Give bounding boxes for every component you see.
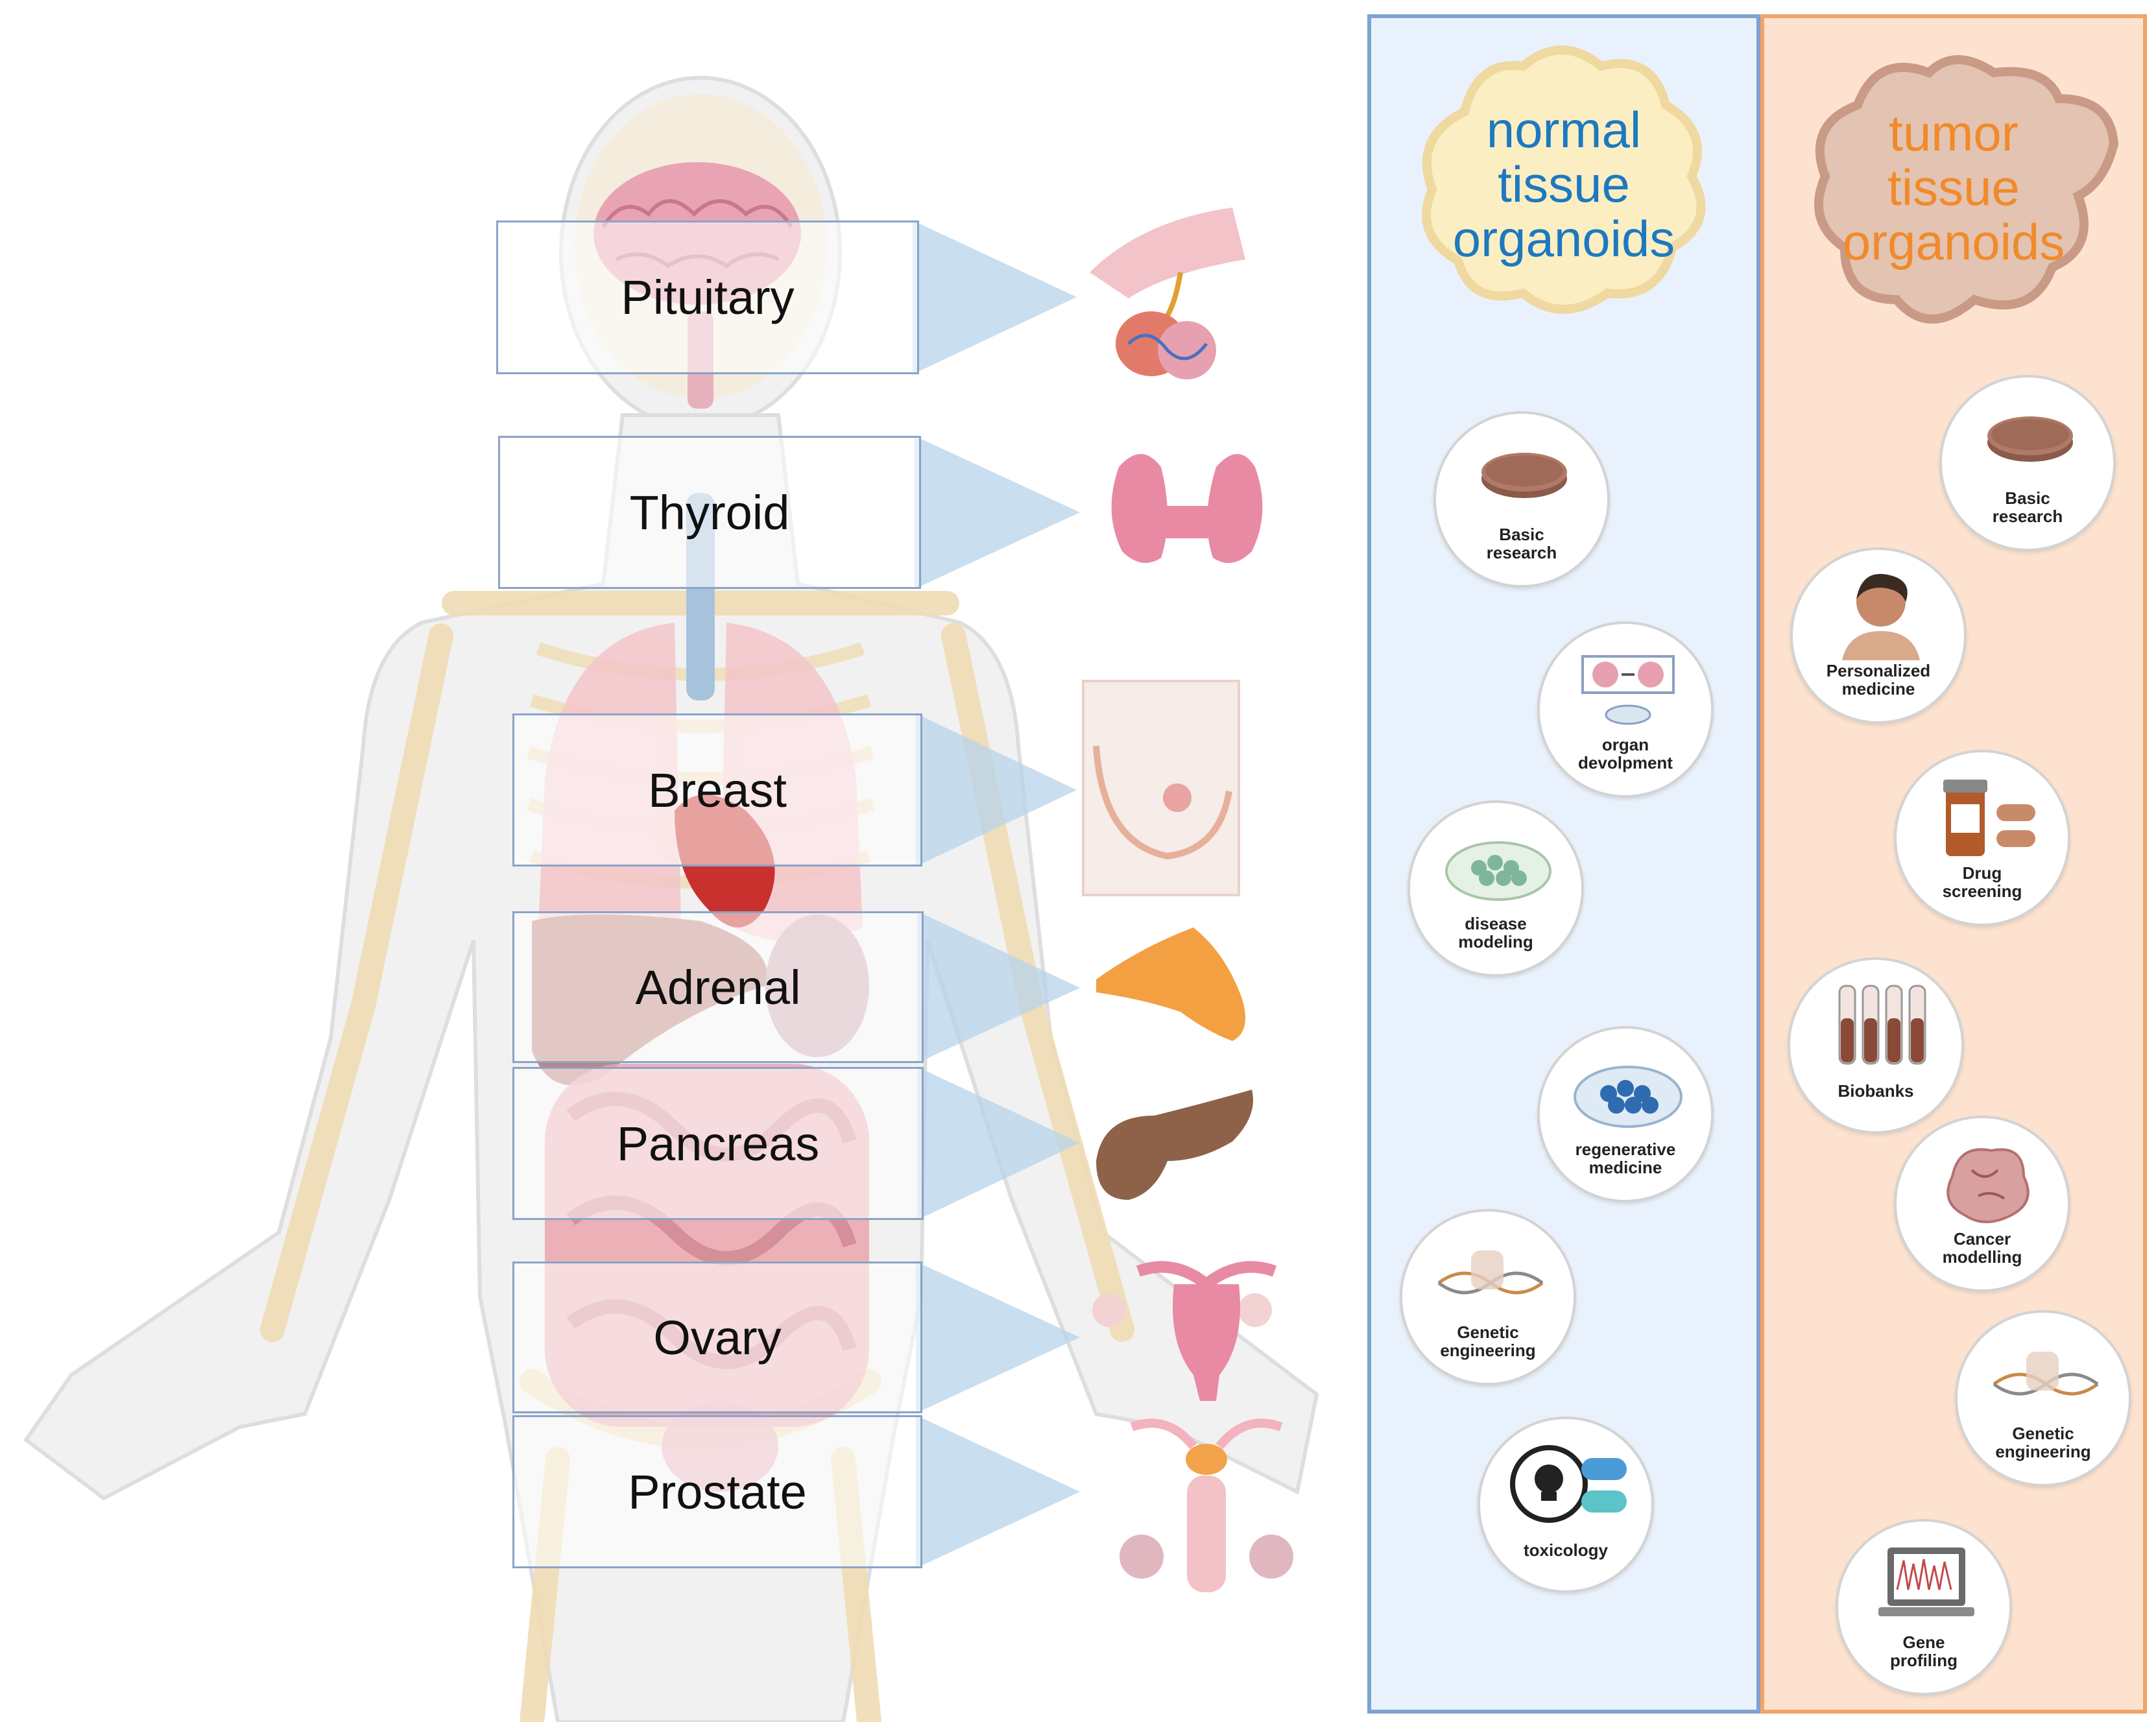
- connector-wedge-adrenal: [917, 911, 1080, 1063]
- normal-app-label: toxicology: [1523, 1540, 1608, 1560]
- test-tubes-icon: [1838, 985, 1926, 1065]
- connector-wedges: [913, 221, 1080, 1568]
- tumor-title-line: tumor: [1889, 104, 2018, 161]
- organ-label-pituitary: Pituitary: [621, 270, 795, 324]
- normal-app-label: organ devolpment: [1578, 735, 1673, 772]
- tumor-app-label: Biobanks: [1838, 1081, 1914, 1101]
- tumor-app-circle: Biobanks: [1788, 957, 1964, 1134]
- tumor-app-label: Drug screening: [1942, 863, 2022, 901]
- dna-editing-icon: [1437, 1250, 1544, 1295]
- organ-box-prostate: Prostate: [512, 1415, 922, 1568]
- skull-capsule-icon: [1510, 1445, 1627, 1523]
- organ-label-breast: Breast: [648, 763, 787, 817]
- normal-app-label: Basic research: [1486, 525, 1557, 562]
- organ-box-breast: Breast: [512, 713, 922, 867]
- tumor-title-line: organoids: [1842, 213, 2065, 270]
- tumor-app-circle: Basic research: [1939, 375, 2116, 551]
- tumor-app-label: Genetic engineering: [1995, 1424, 2091, 1461]
- connector-wedge-thyroid: [915, 436, 1080, 589]
- organ-label-ovary: Ovary: [653, 1310, 782, 1365]
- organ-box-ovary: Ovary: [512, 1262, 922, 1413]
- normal-title-line: organoids: [1452, 210, 1675, 267]
- tumor-app-circle: Personalized medicine: [1790, 547, 1967, 724]
- petri-dish-icon: [1987, 416, 2073, 462]
- tumor-app-label: Gene profiling: [1890, 1632, 1958, 1670]
- normal-app-circle: Genetic engineering: [1400, 1209, 1576, 1385]
- normal-app-label: Genetic engineering: [1440, 1322, 1536, 1360]
- cell-dish-blue-icon: [1574, 1066, 1683, 1128]
- tumor-organoid-blob: [1814, 55, 2119, 324]
- normal-app-label: regenerative medicine: [1575, 1140, 1676, 1177]
- pill-bottle-icon: [1943, 780, 2035, 856]
- prostate-icon: [1120, 1418, 1293, 1592]
- laptop-sequence-icon: [1878, 1548, 1974, 1616]
- organ-label-pancreas: Pancreas: [616, 1116, 820, 1171]
- ovary-icon: [1092, 1261, 1277, 1401]
- normal-tissue-panel: normal tissue organoids Basic research or…: [1367, 14, 1760, 1714]
- organ-development-icon: [1581, 655, 1675, 725]
- cell-dish-green-icon: [1445, 841, 1551, 901]
- tumor-mass-icon: [1946, 1148, 2030, 1223]
- normal-panel-title: normal tissue organoids: [1371, 102, 1756, 266]
- normal-organoid-blob: [1422, 45, 1706, 314]
- tumor-app-circle: Drug screening: [1894, 750, 2070, 926]
- connector-wedge-ovary: [916, 1262, 1080, 1413]
- normal-app-circle: organ devolpment: [1537, 621, 1714, 798]
- tumor-app-circle: Gene profiling: [1836, 1519, 2012, 1695]
- normal-app-circle: regenerative medicine: [1537, 1026, 1714, 1202]
- adrenal-icon: [1096, 927, 1245, 1041]
- tumor-panel-title: tumor tissue organoids: [1764, 106, 2143, 269]
- breast-icon: [1082, 680, 1240, 896]
- dna-editing-icon: [1993, 1352, 2099, 1396]
- connector-wedge-pituitary: [913, 221, 1077, 374]
- skeleton: [260, 591, 1134, 1722]
- organ-label-thyroid: Thyroid: [629, 485, 790, 540]
- organ-label-adrenal: Adrenal: [635, 960, 801, 1014]
- normal-app-circle: toxicology: [1478, 1417, 1654, 1593]
- connector-wedge-breast: [916, 713, 1077, 867]
- tumor-app-label: Basic research: [1992, 488, 2063, 526]
- connector-wedge-pancreas: [917, 1067, 1080, 1220]
- tumor-app-circle: Genetic engineering: [1955, 1310, 2131, 1487]
- organ-box-thyroid: Thyroid: [498, 436, 921, 589]
- normal-app-label: disease modeling: [1458, 914, 1533, 951]
- patient-icon: [1842, 573, 1920, 660]
- organ-box-pancreas: Pancreas: [512, 1067, 924, 1220]
- pancreas-icon: [1096, 1090, 1253, 1200]
- organ-box-adrenal: Adrenal: [512, 911, 924, 1063]
- tumor-app-label: Cancer modelling: [1942, 1229, 2022, 1267]
- normal-title-line: normal: [1486, 101, 1642, 158]
- organ-label-prostate: Prostate: [628, 1465, 807, 1519]
- organ-box-pituitary: Pituitary: [496, 221, 919, 374]
- tumor-app-label: Personalized medicine: [1826, 661, 1931, 699]
- pituitary-icon: [1090, 208, 1245, 379]
- normal-app-circle: disease modeling: [1407, 800, 1584, 977]
- connector-wedge-prostate: [916, 1415, 1080, 1568]
- normal-title-line: tissue: [1498, 156, 1630, 213]
- tumor-title-line: tissue: [1887, 159, 2020, 216]
- thyroid-icon: [1111, 454, 1263, 563]
- normal-app-circle: Basic research: [1433, 411, 1610, 588]
- tumor-app-circle: Cancer modelling: [1894, 1116, 2070, 1292]
- petri-dish-icon: [1481, 453, 1567, 498]
